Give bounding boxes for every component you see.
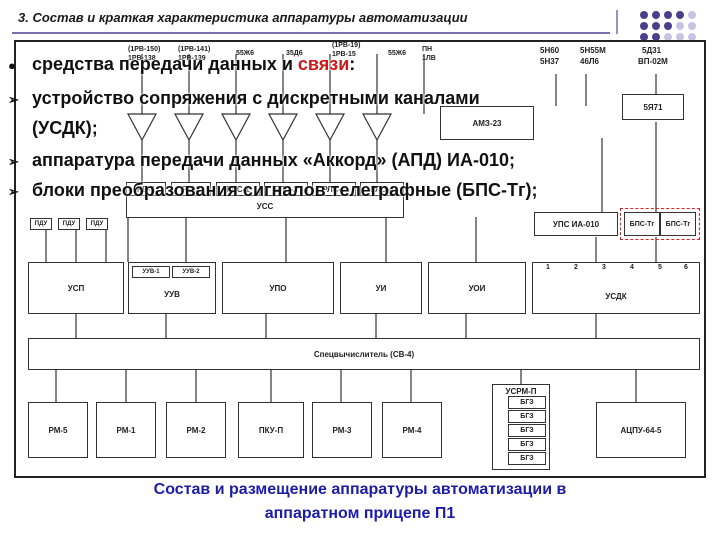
radio-block-rls4: РЛС-4 bbox=[360, 182, 404, 196]
bps-tg-block-2: БПС-Тг bbox=[660, 212, 696, 236]
caption-line-2: аппаратном прицепе П1 bbox=[264, 505, 456, 522]
dots-decoration-icon bbox=[640, 11, 696, 40]
pku-p-block: ПКУ-П bbox=[238, 402, 304, 458]
antenna-5-icon bbox=[314, 113, 346, 142]
usdk-block: УСДК bbox=[532, 262, 700, 314]
antenna-3-icon bbox=[220, 113, 252, 142]
r5ya71-block: 5Я71 bbox=[622, 94, 684, 120]
caption-line-1: Состав и размещение аппаратуры автоматиз… bbox=[153, 481, 567, 498]
bullet-item-1-highlight: связи bbox=[297, 54, 350, 74]
uss-block: УСС bbox=[126, 196, 404, 218]
radar-label-vp02m: ВП-02М bbox=[638, 57, 668, 66]
ups-ia010-block: УПС ИА-010 bbox=[534, 212, 618, 236]
equipment-diagram: (1РВ-150) 1РВ-138 (1РВ-141) 1РВ-139 55Ж6… bbox=[14, 40, 706, 478]
usdk-port-5: 5 bbox=[658, 264, 662, 271]
radar-label-5n55m: 5Н55М bbox=[580, 46, 606, 55]
radar-label-46l6: 46Л6 bbox=[580, 57, 599, 66]
antenna-6-icon bbox=[361, 113, 393, 142]
bgz-block-2: БГЗ bbox=[508, 410, 546, 423]
top-label-2: (1РВ-141) bbox=[178, 46, 211, 53]
bullet-item-1: средства передачи данных и связи: bbox=[32, 54, 355, 75]
bullet-item-4: блоки преобразования сигналов телеграфны… bbox=[32, 180, 538, 200]
rm1-block: РМ-1 bbox=[96, 402, 156, 458]
rm3-block: РМ-3 bbox=[312, 402, 372, 458]
header-divider bbox=[12, 32, 610, 34]
rm4-block: РМ-4 bbox=[382, 402, 442, 458]
top-label-1: (1РВ-150) bbox=[128, 46, 161, 53]
usdk-port-3: 3 bbox=[602, 264, 606, 271]
bgz-block-5: БГЗ bbox=[508, 452, 546, 465]
radio-block-rv1: РВ-1 bbox=[126, 182, 166, 196]
bullet-item-2-line1: устройство сопряжения с дискретными кана… bbox=[32, 88, 480, 108]
pdu-box-2: ПДУ bbox=[58, 218, 80, 230]
radio-block-rls3: РЛС-3 bbox=[312, 182, 356, 196]
uoi-block: УОИ bbox=[428, 262, 526, 314]
bullet-arrow-icon: ➢ bbox=[8, 154, 19, 169]
uuv2-block: УУВ-2 bbox=[172, 266, 210, 278]
computer-sv4-block: Спецвычислитель (СВ-4) bbox=[28, 338, 700, 370]
bullet-item-1-colon: : bbox=[349, 54, 356, 74]
bullet-item-2-line2: (УСДК); bbox=[32, 118, 98, 138]
radar-label-5n60: 5Н60 bbox=[540, 46, 560, 55]
antenna-sublabel-7: 1ЛВ bbox=[422, 55, 436, 62]
rm2-block: РМ-2 bbox=[166, 402, 226, 458]
top-label-6: 55Ж6 bbox=[388, 50, 407, 57]
pdu-box-1: ПДУ bbox=[30, 218, 52, 230]
radar-label-5n37: 5Н37 bbox=[540, 57, 560, 66]
bps-tg-block-1: БПС-Тг bbox=[624, 212, 660, 236]
bullet-item-1-text: средства передачи данных и bbox=[32, 54, 298, 74]
usdk-port-4: 4 bbox=[630, 264, 634, 271]
usdk-port-6: 6 bbox=[684, 264, 688, 271]
radio-block-rv2: РВ-2 bbox=[171, 182, 211, 196]
bullet-dot-icon: ● bbox=[8, 58, 16, 73]
amz-block: АМЗ-23 bbox=[440, 106, 534, 140]
caption: Состав и размещение аппаратуры автоматиз… bbox=[0, 478, 720, 526]
bps-highlight-frame bbox=[620, 208, 700, 240]
header-vertical-divider bbox=[616, 10, 618, 34]
diagram-connections bbox=[45, 54, 657, 402]
radio-block-rls2: РЛС-2 bbox=[264, 182, 308, 196]
usdk-port-1: 1 bbox=[546, 264, 550, 271]
top-label-5: (1РВ-19) bbox=[332, 42, 361, 49]
radar-label-5d31: 5Д31 bbox=[642, 46, 662, 55]
pdu-box-3: ПДУ bbox=[86, 218, 108, 230]
top-label-4: 35Д6 bbox=[286, 50, 303, 57]
top-label-7: ПН bbox=[422, 46, 433, 53]
upo-block: УПО bbox=[222, 262, 334, 314]
antenna-2-icon bbox=[173, 113, 205, 142]
antenna-sublabel-1: 1РВ-138 bbox=[128, 55, 156, 62]
antenna-1-icon bbox=[126, 113, 158, 142]
rm5-block: РМ-5 bbox=[28, 402, 88, 458]
bullet-item-3: аппаратура передачи данных «Аккорд» (АПД… bbox=[32, 150, 516, 170]
bgz-block-4: БГЗ bbox=[508, 438, 546, 451]
usp-block: УСП bbox=[28, 262, 124, 314]
bgz-block-1: БГЗ bbox=[508, 396, 546, 409]
slide-title: 3. Состав и краткая характеристика аппар… bbox=[18, 10, 468, 25]
bullet-arrow-icon: ➢ bbox=[8, 184, 19, 199]
ui-block: УИ bbox=[340, 262, 422, 314]
antenna-sublabel-2: 1РВ-139 bbox=[178, 55, 206, 62]
top-label-3: 55Ж6 bbox=[236, 50, 255, 57]
antenna-4-icon bbox=[267, 113, 299, 142]
usdk-port-2: 2 bbox=[574, 264, 578, 271]
acpu-block: АЦПУ-64-5 bbox=[596, 402, 686, 458]
radio-block-rls1: РЛС-1 bbox=[216, 182, 260, 196]
antenna-sublabel-5: 1РВ-15 bbox=[332, 51, 356, 58]
bullet-arrow-icon: ➢ bbox=[8, 92, 19, 107]
uuv1-block: УУВ-1 bbox=[132, 266, 170, 278]
bgz-block-3: БГЗ bbox=[508, 424, 546, 437]
